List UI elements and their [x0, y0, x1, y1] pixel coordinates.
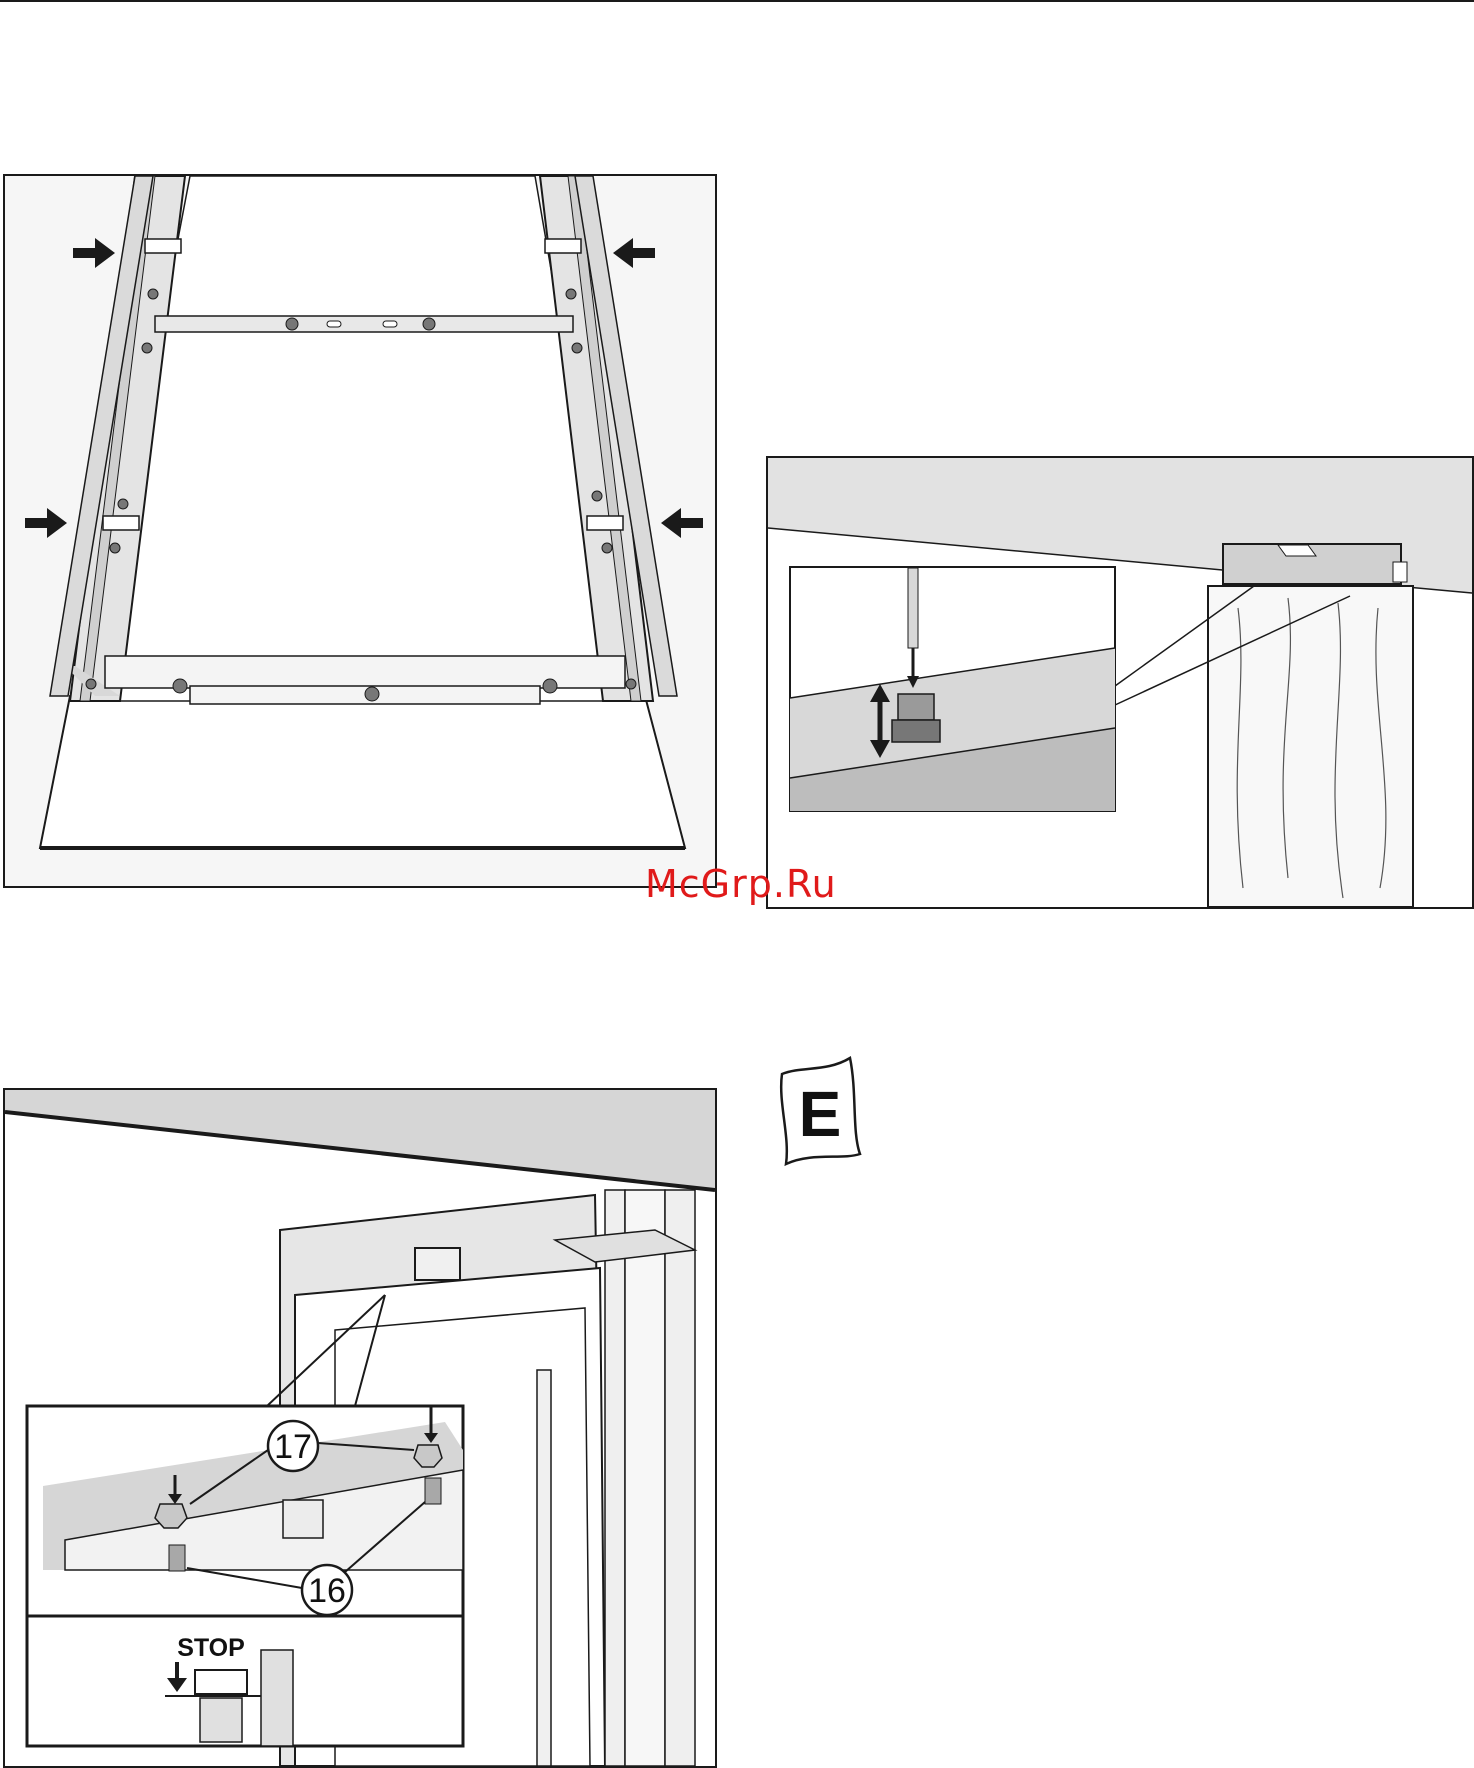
- callout-17: 17: [274, 1428, 312, 1466]
- callout-16: 16: [308, 1572, 346, 1610]
- figure-hinge-fastening: 17 16 STOP: [3, 1088, 717, 1768]
- parts-bag-letter: E: [799, 1078, 842, 1150]
- stop-label: STOP: [177, 1634, 245, 1662]
- rails-alignment-illustration: [5, 176, 715, 886]
- watermark: McGrp.Ru: [645, 862, 837, 906]
- figure-level-adjustment: [766, 456, 1474, 909]
- hinge-fastening-illustration: 17 16 STOP: [5, 1090, 715, 1766]
- parts-bag-icon: E: [772, 1052, 872, 1168]
- figure-rails-alignment: [3, 174, 717, 888]
- level-adjustment-illustration: [768, 458, 1472, 907]
- top-rule: [0, 0, 1474, 2]
